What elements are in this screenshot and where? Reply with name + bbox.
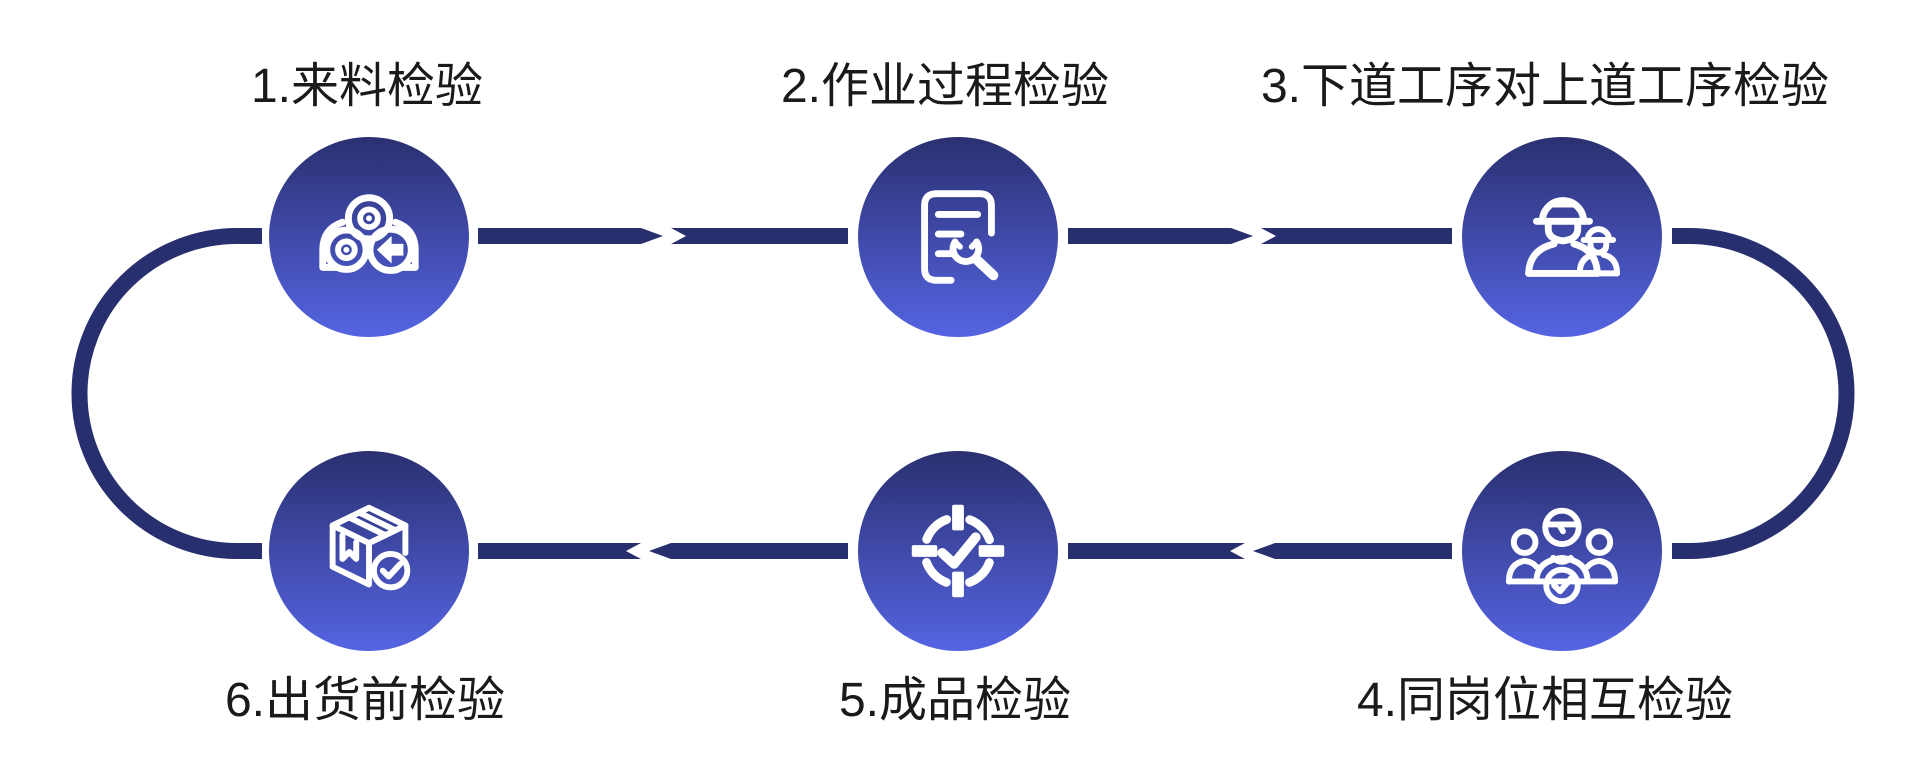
step-1-circle xyxy=(269,137,469,337)
step-6-label: 6.出货前检验 xyxy=(224,674,506,727)
step-2-label: 2.作业过程检验 xyxy=(780,60,1110,113)
left-loop-arc xyxy=(71,228,262,559)
incoming-material-rolls-icon xyxy=(319,194,419,274)
arrow-step1-step2-tail xyxy=(671,228,848,244)
arrow-step1-step2 xyxy=(478,228,663,244)
step-5-label: 5.成品检验 xyxy=(838,674,1072,727)
step-6-circle xyxy=(269,451,469,651)
step-3-label: 3.下道工序对上道工序检验 xyxy=(1260,60,1830,113)
arrow-step5-step6 xyxy=(649,543,848,559)
package-check-icon xyxy=(329,504,411,591)
arrow-step2-step3-tail xyxy=(1261,228,1452,244)
arrow-step5-step6-tail xyxy=(478,543,641,559)
team-check-icon xyxy=(1505,507,1619,605)
checklist-wrench-icon xyxy=(921,190,999,284)
right-loop-arc xyxy=(1672,228,1855,559)
target-check-icon xyxy=(911,504,1005,598)
step-3-circle xyxy=(1462,137,1662,337)
arrow-step4-step5-tail xyxy=(1068,543,1245,559)
arrow-step2-step3 xyxy=(1068,228,1253,244)
arrow-step4-step5 xyxy=(1253,543,1452,559)
step-4-circle xyxy=(1462,451,1662,651)
workers-hardhat-icon xyxy=(1525,197,1621,277)
step-4-label: 4.同岗位相互检验 xyxy=(1356,674,1734,727)
step-1-label: 1.来料检验 xyxy=(250,60,484,113)
step-5-circle xyxy=(858,451,1058,651)
step-2-circle xyxy=(858,137,1058,337)
